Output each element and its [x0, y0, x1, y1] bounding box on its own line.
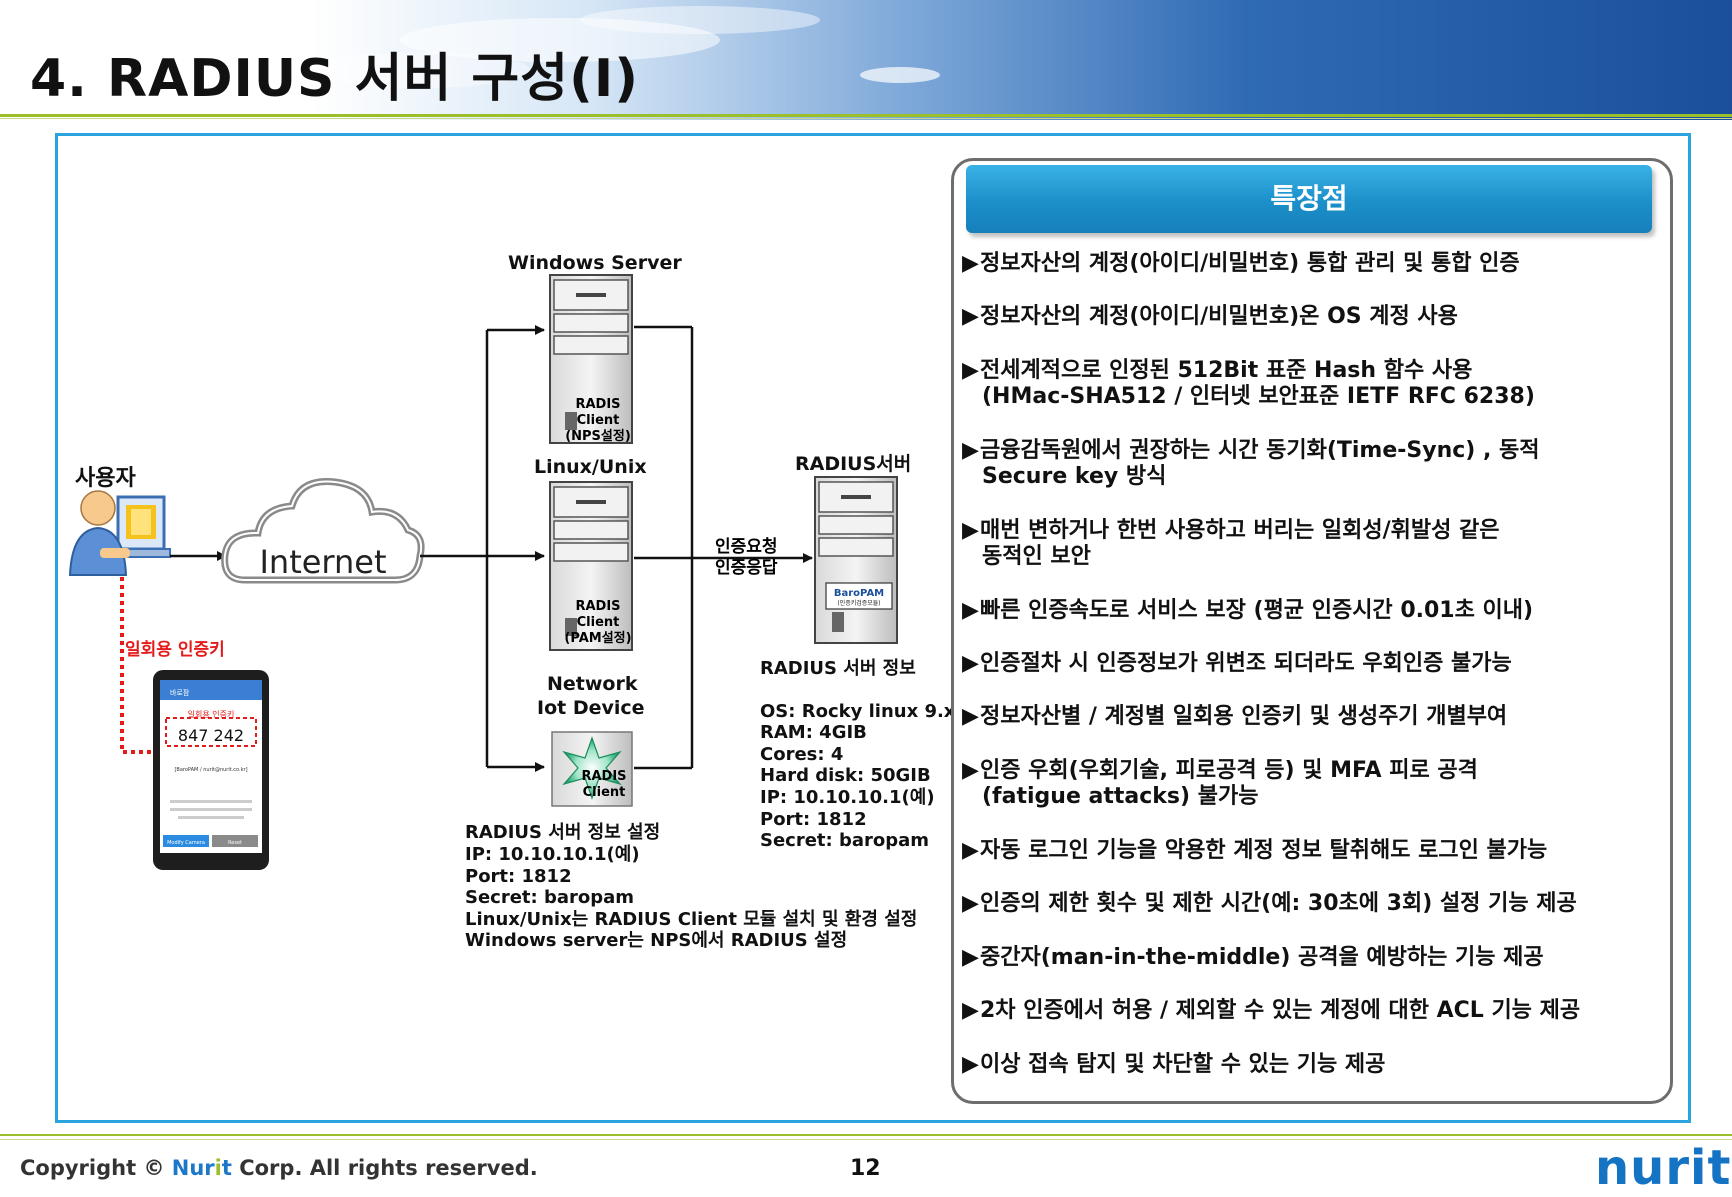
linux-server-icon [549, 481, 633, 651]
feature-item: ▶자동 로그인 기능을 악용한 계정 정보 탈취해도 로그인 불가능 [962, 838, 1548, 863]
page-title: 4. RADIUS 서버 구성(Ⅰ) [30, 49, 639, 109]
feature-item: ▶인증 우회(우회기술, 피로공격 등) 및 MFA 피로 공격(fatigue… [962, 758, 1478, 809]
phone-otp-heading: 일회용 인증키 [188, 709, 235, 719]
otp-label: 일회용 인증키 [125, 640, 225, 660]
otp-dotted-link [120, 577, 152, 754]
server-info-ram: RAM: 4GIB [760, 722, 867, 743]
client-windows-line3: (NPS설정) [565, 428, 631, 444]
client-linux-line2: Client [577, 615, 620, 630]
phone-otp-code: 847 242 [178, 726, 244, 745]
header-rule-thin [0, 118, 1732, 119]
bullet-arrow-icon: ▶ [962, 704, 979, 729]
server-setup-ip: IP: 10.10.10.1(예) [465, 844, 640, 865]
feature-item: ▶정보자산별 / 계정별 일회용 인증키 및 생성주기 개별부여 [962, 704, 1508, 729]
client-network-line1: RADIS [581, 769, 626, 784]
footer-rule [0, 1134, 1732, 1136]
server-setup-heading: RADIUS 서버 정보 설정 [465, 822, 661, 843]
nurit-logo: nurit [1595, 1140, 1732, 1196]
internet-cloud-icon [221, 478, 425, 584]
client-windows-line2: Client [577, 413, 620, 428]
network-iot-device-icon [551, 731, 633, 807]
smartphone-icon [153, 670, 269, 870]
server-info-port: Port: 1812 [760, 809, 867, 830]
phone-account: [BaroPAM / nurit@nurit.co.kr] [174, 767, 247, 773]
baropam-label: BaroPAM [834, 588, 884, 599]
windows-server-label: Windows Server [508, 252, 682, 274]
feature-item: ▶전세계적으로 인정된 512Bit 표준 Hash 함수 사용(HMac-SH… [962, 358, 1535, 409]
feature-item: ▶인증의 제한 횟수 및 제한 시간(예: 30초에 3회) 설정 기능 제공 [962, 891, 1577, 916]
server-setup-secret: Secret: baropam [465, 887, 635, 908]
auth-response-label: 인증응답 [715, 558, 778, 578]
server-info-cores: Cores: 4 [760, 744, 844, 765]
bullet-arrow-icon: ▶ [962, 518, 979, 543]
features-heading: 특장점 [966, 165, 1652, 233]
server-info-secret: Secret: baropam [760, 830, 930, 851]
footer-copyright: Copyright © Nurit Corp. All rights reser… [20, 1156, 538, 1180]
server-info-ip: IP: 10.10.10.1(예) [760, 787, 935, 808]
feature-item: ▶빠른 인증속도로 서비스 보장 (평균 인증시간 0.01초 이내) [962, 598, 1534, 623]
bullet-arrow-icon: ▶ [962, 891, 979, 916]
server-setup-port: Port: 1812 [465, 866, 572, 887]
linux-unix-label: Linux/Unix [534, 456, 647, 478]
server-info-disk: Hard disk: 50GIB [760, 765, 931, 786]
feature-item: ▶이상 접속 탐지 및 차단할 수 있는 기능 제공 [962, 1052, 1386, 1077]
phone-app-title: 바로팜 [170, 688, 190, 697]
feature-item: ▶정보자산의 계정(아이디/비밀번호) 통합 관리 및 통합 인증 [962, 251, 1520, 276]
feature-item: ▶정보자산의 계정(아이디/비밀번호)온 OS 계정 사용 [962, 304, 1458, 329]
bullet-arrow-icon: ▶ [962, 304, 979, 329]
bullet-arrow-icon: ▶ [962, 998, 979, 1023]
user-computer-icon [68, 490, 171, 576]
sky-clouds-graphic [310, 6, 940, 88]
bullet-arrow-icon: ▶ [962, 251, 979, 276]
network-label: Network [547, 673, 638, 695]
features-panel [951, 158, 1673, 1104]
server-info-heading: RADIUS 서버 정보 [760, 658, 916, 679]
server-info-os: OS: Rocky linux 9.x [760, 701, 956, 722]
header-banner [0, 0, 1732, 120]
bullet-arrow-icon: ▶ [962, 598, 979, 623]
radius-server-label: RADIUS서버 [795, 453, 912, 475]
client-network-line2: Client [583, 785, 626, 800]
iot-device-label: Iot Device [537, 697, 645, 719]
baropam-sublabel: (인증키검증모듈) [837, 599, 880, 607]
client-linux-line3: (PAM설정) [564, 630, 631, 646]
feature-item: ▶중간자(man-in-the-middle) 공격을 예방하는 기능 제공 [962, 945, 1544, 970]
bullet-arrow-icon: ▶ [962, 838, 979, 863]
bullet-arrow-icon: ▶ [962, 358, 979, 383]
feature-item: ▶2차 인증에서 허용 / 제외할 수 있는 계정에 대한 ACL 기능 제공 [962, 998, 1581, 1023]
client-linux-line1: RADIS [575, 599, 620, 614]
feature-item: ▶인증절차 시 인증정보가 위변조 되더라도 우회인증 불가능 [962, 651, 1512, 676]
architecture-diagram: 바로팜 일회용 인증키 847 242 [BaroPAM / nurit@nur… [68, 274, 898, 870]
server-setup-linux: Linux/Unix는 RADIUS Client 모듈 설치 및 환경 설정 [465, 909, 918, 930]
server-setup-windows: Windows server는 NPS에서 RADIUS 설정 [465, 930, 848, 951]
windows-server-icon [549, 274, 633, 444]
internet-label: Internet [259, 543, 386, 581]
content-frame [55, 133, 1691, 1123]
user-label: 사용자 [75, 466, 136, 491]
bullet-arrow-icon: ▶ [962, 945, 979, 970]
radius-server-icon [814, 476, 898, 644]
phone-modify-button: Modify Camera [167, 840, 205, 846]
bullet-arrow-icon: ▶ [962, 438, 979, 463]
auth-request-label: 인증요청 [715, 536, 778, 557]
phone-reset-button: Reset [228, 840, 242, 846]
bullet-arrow-icon: ▶ [962, 1052, 979, 1077]
client-windows-line1: RADIS [575, 397, 620, 412]
footer-rule-thin [0, 1139, 1732, 1140]
bullet-arrow-icon: ▶ [962, 651, 979, 676]
bullet-arrow-icon: ▶ [962, 758, 979, 783]
page-number: 12 [850, 1156, 881, 1181]
header-rule [0, 114, 1732, 117]
